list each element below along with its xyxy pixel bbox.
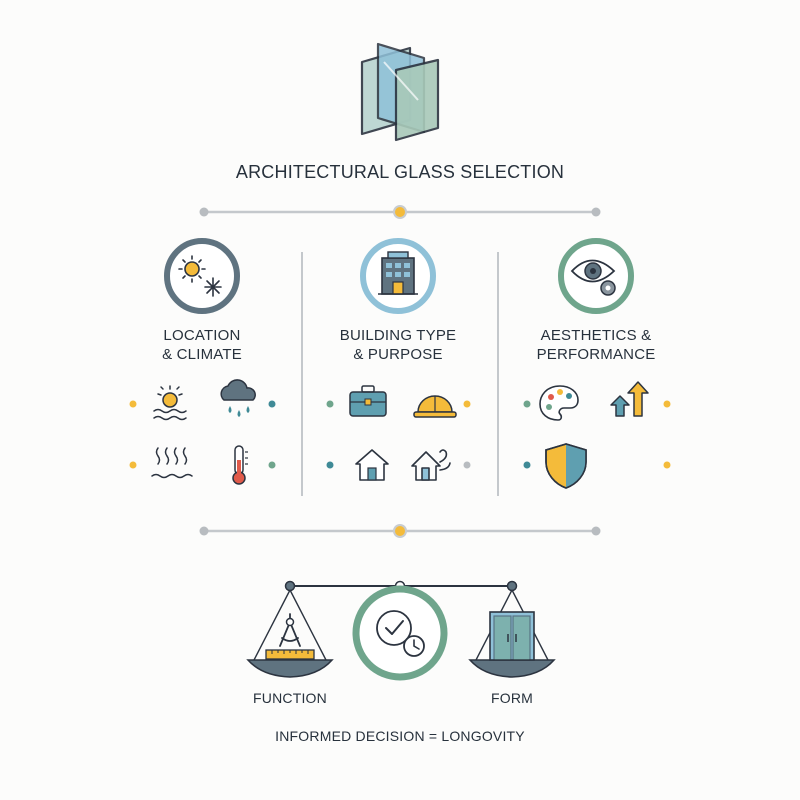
hard-hat-icon <box>413 395 457 418</box>
column-label-line: AESTHETICS & <box>540 327 652 344</box>
function-label: FUNCTION <box>253 690 327 706</box>
eye-gear-icon <box>558 238 634 314</box>
column-label-building-type: BUILDING TYPE & PURPOSE <box>303 326 493 364</box>
column-label-aesthetics: AESTHETICS & PERFORMANCE <box>501 326 691 364</box>
form-label: FORM <box>490 690 533 706</box>
briefcase-icon <box>349 385 387 417</box>
column-label-line: BUILDING TYPE <box>339 327 457 344</box>
check-clock-icon <box>352 585 448 681</box>
glass-door-icon <box>489 611 535 661</box>
accent-dots <box>129 400 671 469</box>
sun-snowflake-icon <box>164 238 240 314</box>
column-label-location-climate: LOCATION & CLIMATE <box>107 326 297 364</box>
up-arrows-icon <box>610 381 649 417</box>
footer-tagline: INFORMED DECISION = LONGOVITY <box>275 728 525 744</box>
wind-house-icon <box>411 449 451 481</box>
office-building-icon <box>360 238 436 314</box>
sun-waves-icon <box>153 385 187 421</box>
house-icon <box>355 449 389 481</box>
bottom-connector <box>199 524 601 538</box>
palette-icon <box>539 385 579 421</box>
column-label-line: PERFORMANCE <box>536 346 656 363</box>
compass-ruler-icon <box>265 613 315 660</box>
shield-icon <box>545 443 587 489</box>
column-label-line: LOCATION <box>163 327 241 344</box>
column-label-line: & CLIMATE <box>162 346 242 363</box>
top-connector <box>199 205 601 219</box>
column-label-line: & PURPOSE <box>353 346 443 363</box>
heat-waves-icon <box>151 447 193 479</box>
glass-panes-icon <box>360 42 440 142</box>
rain-cloud-icon <box>220 379 256 417</box>
page-title: ARCHITECTURAL GLASS SELECTION <box>235 162 565 182</box>
thermometer-icon <box>232 445 248 485</box>
